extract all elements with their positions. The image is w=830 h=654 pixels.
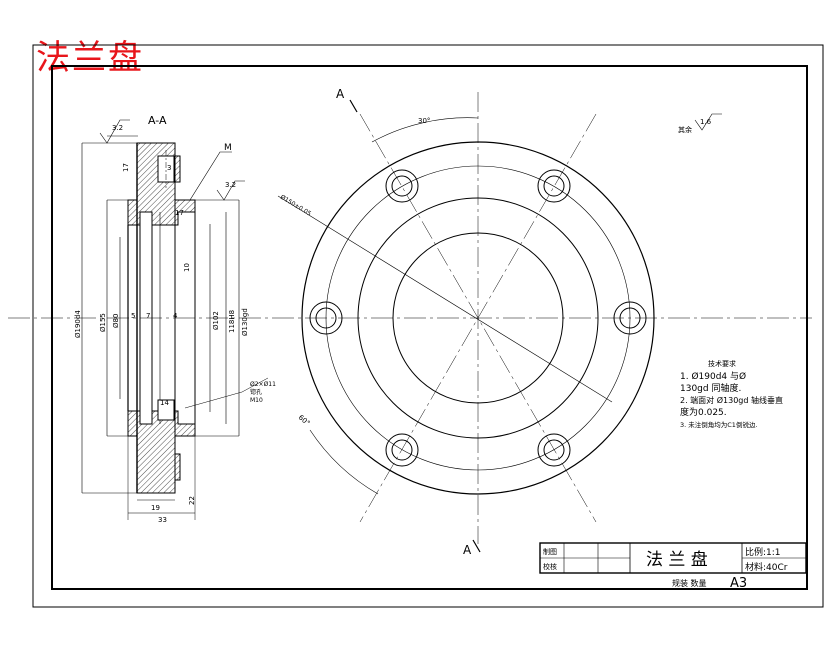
dim-17-vert: 17	[122, 163, 130, 172]
notes-title: 技术要求	[708, 359, 736, 368]
title-part-name: 法 兰 盘	[646, 550, 708, 570]
other-roughness-label: 其余	[678, 125, 692, 134]
title-footer-left: 规装 数量	[672, 578, 707, 588]
outer-frame	[32, 44, 824, 608]
notes-line-4: 度为0.025.	[680, 406, 727, 418]
section-mark-top: A	[336, 87, 345, 101]
other-roughness-value: 1.6	[700, 118, 712, 126]
roughness-value-1: 3.2	[112, 124, 123, 132]
title-material: 材料:40Cr	[745, 561, 788, 573]
dim-33: 33	[158, 516, 167, 524]
bolt-hole	[385, 433, 419, 467]
angle-label: 30°	[418, 117, 430, 125]
title-scale: 比例:1:1	[745, 546, 781, 558]
bolt-hole	[537, 433, 571, 467]
section-view	[81, 119, 269, 520]
inner-frame	[51, 65, 808, 590]
dim-118h8: 118H8	[228, 310, 236, 333]
section-mark-bottom: A	[463, 543, 472, 557]
front-view	[277, 92, 722, 553]
dim-3: 3	[167, 164, 171, 172]
title-drawn-by: 制图	[543, 547, 557, 556]
title-block	[539, 542, 807, 574]
bolt-hole	[309, 301, 343, 335]
title-checked-by: 校核	[543, 562, 557, 571]
bolt-hole	[613, 301, 647, 335]
pcd-label: Ø150±0.05	[279, 194, 312, 218]
section-label: A-A	[148, 114, 167, 127]
dim-19: 19	[151, 504, 160, 512]
dim-7: 7	[146, 312, 150, 320]
thread-note-3: M10	[250, 397, 263, 404]
leader-label-m: M	[224, 143, 232, 153]
dim-d155: Ø155	[99, 313, 107, 332]
roughness-value-2: 3.2	[225, 181, 236, 189]
dim-17-horiz: 17	[175, 209, 184, 217]
dim-d130gd: Ø130gd	[241, 308, 249, 336]
bolt-hole	[537, 169, 571, 203]
dim-4: 4	[173, 312, 178, 320]
dim-10: 10	[183, 263, 191, 272]
dim-22: 22	[188, 496, 196, 505]
dim-d80: Ø80	[112, 314, 120, 328]
radius-label: 60°	[297, 413, 312, 427]
notes-line-5: 3. 未注倒角均为C1倒锐边.	[680, 420, 758, 429]
notes-line-3: 2. 端面对 Ø130gd 轴线垂直	[680, 395, 783, 405]
dim-14: 14	[160, 399, 169, 407]
notes-line-1: 1. Ø190d4 与Ø	[680, 371, 746, 382]
thread-note-1: Ø2×Ø11	[250, 381, 276, 388]
dim-d102: Ø102	[212, 311, 220, 330]
title-footer-size: A3	[730, 576, 747, 591]
thread-note-2: 锪孔	[250, 388, 262, 396]
notes-line-2: 130gd 同轴度.	[680, 382, 741, 394]
bolt-hole	[385, 169, 419, 203]
dim-d190: Ø190d4	[74, 310, 82, 338]
dim-5: 5	[131, 312, 135, 320]
